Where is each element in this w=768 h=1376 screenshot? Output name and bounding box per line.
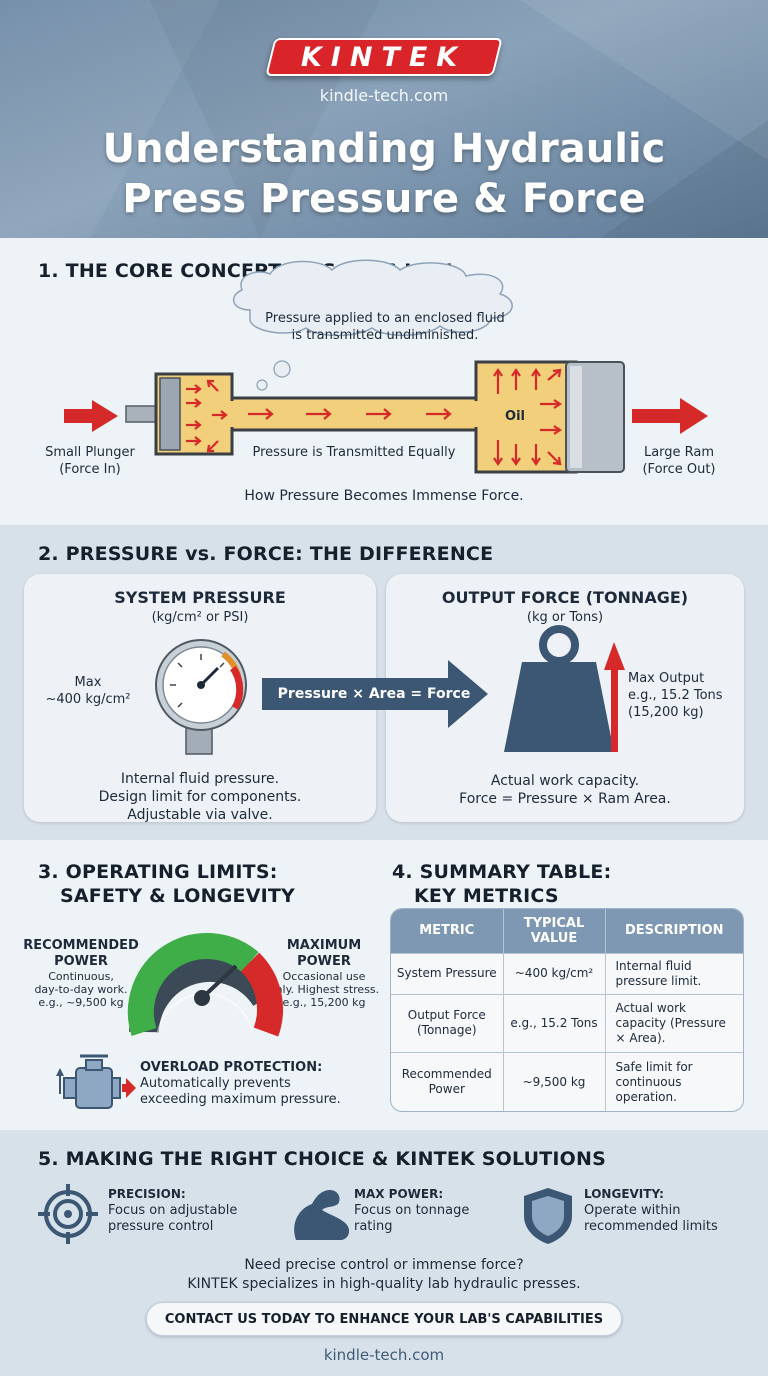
shield-icon — [524, 1188, 572, 1244]
page-title: Understanding Hydraulic Press Pressure &… — [102, 126, 666, 222]
section5-title: 5. MAKING THE RIGHT CHOICE & KINTEK SOLU… — [38, 1148, 607, 1170]
cta-message: Need precise control or immense force? K… — [187, 1257, 581, 1292]
maximum-power-label: MAXIMUM POWER Occasional use only. Highe… — [268, 938, 380, 1009]
feature-precision-title: PRECISION: — [108, 1187, 186, 1201]
table-header-typical-value: TYPICAL VALUE — [502, 909, 605, 953]
flexed-arm-icon — [294, 1190, 350, 1240]
small-plunger-label: Small Plunger (Force In) — [45, 445, 135, 477]
large-cylinder-arrows — [493, 368, 562, 466]
section3-title: 3. OPERATING LIMITS: SAFETY & LONGEVITY — [38, 861, 296, 907]
site-url-bottom[interactable]: kindle-tech.com — [323, 1346, 445, 1364]
max-pressure-label: Max ~400 kg/cm² — [45, 675, 131, 707]
output-force-unit: (kg or Tons) — [526, 610, 604, 625]
key-metrics-table: METRIC TYPICAL VALUE DESCRIPTION System … — [390, 908, 744, 1112]
pipe-arrows — [248, 408, 452, 420]
pascal-caption: How Pressure Becomes Immense Force. — [244, 488, 524, 504]
pressure-to-force-arrow — [262, 660, 488, 728]
large-ram-label: Large Ram (Force Out) — [642, 445, 716, 477]
table-header-description: DESCRIPTION — [604, 909, 743, 953]
output-force-description: Actual work capacity. Force = Pressure ×… — [459, 773, 671, 807]
force-in-arrow — [64, 400, 118, 432]
table-header-metric: METRIC — [391, 909, 503, 953]
max-output-label: Max Output e.g., 15.2 Tons (15,200 kg) — [628, 671, 723, 720]
weight-icon — [504, 625, 614, 752]
header-banner: KINTEK kindle-tech.com Understanding Hyd… — [0, 0, 768, 238]
table-row: Output Force (Tonnage) e.g., 15.2 Tons A… — [391, 993, 743, 1053]
power-gauge-icon — [127, 932, 283, 1037]
force-up-arrow — [604, 642, 625, 752]
feature-max-power-title: MAX POWER: — [354, 1187, 444, 1201]
feature-precision-desc: Focus on adjustable pressure control — [108, 1203, 238, 1234]
system-pressure-title: SYSTEM PRESSURE — [114, 588, 286, 607]
header-facet-pattern — [0, 0, 768, 238]
feature-longevity-desc: Operate within recommended limits — [584, 1203, 718, 1234]
pressure-area-force-formula: Pressure × Area = Force — [277, 686, 471, 702]
oil-label: Oil — [505, 409, 525, 424]
target-icon — [38, 1184, 98, 1244]
contact-us-button[interactable]: CONTACT US TODAY TO ENHANCE YOUR LAB'S C… — [146, 1302, 622, 1336]
small-piston — [159, 377, 181, 451]
section2-title: 2. PRESSURE vs. FORCE: THE DIFFERENCE — [38, 543, 494, 565]
valve-icon — [56, 1054, 136, 1109]
pascal-diagram — [64, 259, 708, 474]
section4-title: 4. SUMMARY TABLE: KEY METRICS — [392, 861, 612, 907]
output-force-title: OUTPUT FORCE (TONNAGE) — [441, 588, 689, 607]
pressure-arrows — [64, 398, 708, 434]
thought-cloud-icon — [232, 259, 513, 391]
feature-icons — [38, 1184, 572, 1244]
feature-max-power-desc: Focus on tonnage rating — [354, 1203, 470, 1234]
small-cylinder-arrows — [186, 379, 228, 453]
overload-protection-text: OVERLOAD PROTECTION: Automatically preve… — [140, 1060, 341, 1107]
system-pressure-unit: (kg/cm² or PSI) — [151, 610, 249, 625]
site-url-top[interactable]: kindle-tech.com — [319, 86, 449, 105]
kintek-logo[interactable]: KINTEK — [265, 38, 503, 76]
system-pressure-description: Internal fluid pressure. Design limit fo… — [98, 771, 302, 823]
pascal-law-statement: Pressure applied to an enclosed fluid is… — [265, 311, 505, 343]
table-row: System Pressure ~400 kg/cm² Internal flu… — [391, 952, 743, 995]
table-row: Recommended Power ~9,500 kg Safe limit f… — [391, 1052, 743, 1111]
pressure-gauge-icon — [155, 639, 247, 755]
pressure-force-graphics — [155, 625, 625, 755]
recommended-power-label: RECOMMENDED POWER Continuous, day-to-day… — [23, 938, 139, 1009]
limits-graphics — [56, 932, 283, 1109]
pipe-label: Pressure is Transmitted Equally — [252, 445, 456, 460]
force-out-arrow — [632, 398, 708, 434]
feature-longevity-title: LONGEVITY: — [584, 1187, 664, 1201]
